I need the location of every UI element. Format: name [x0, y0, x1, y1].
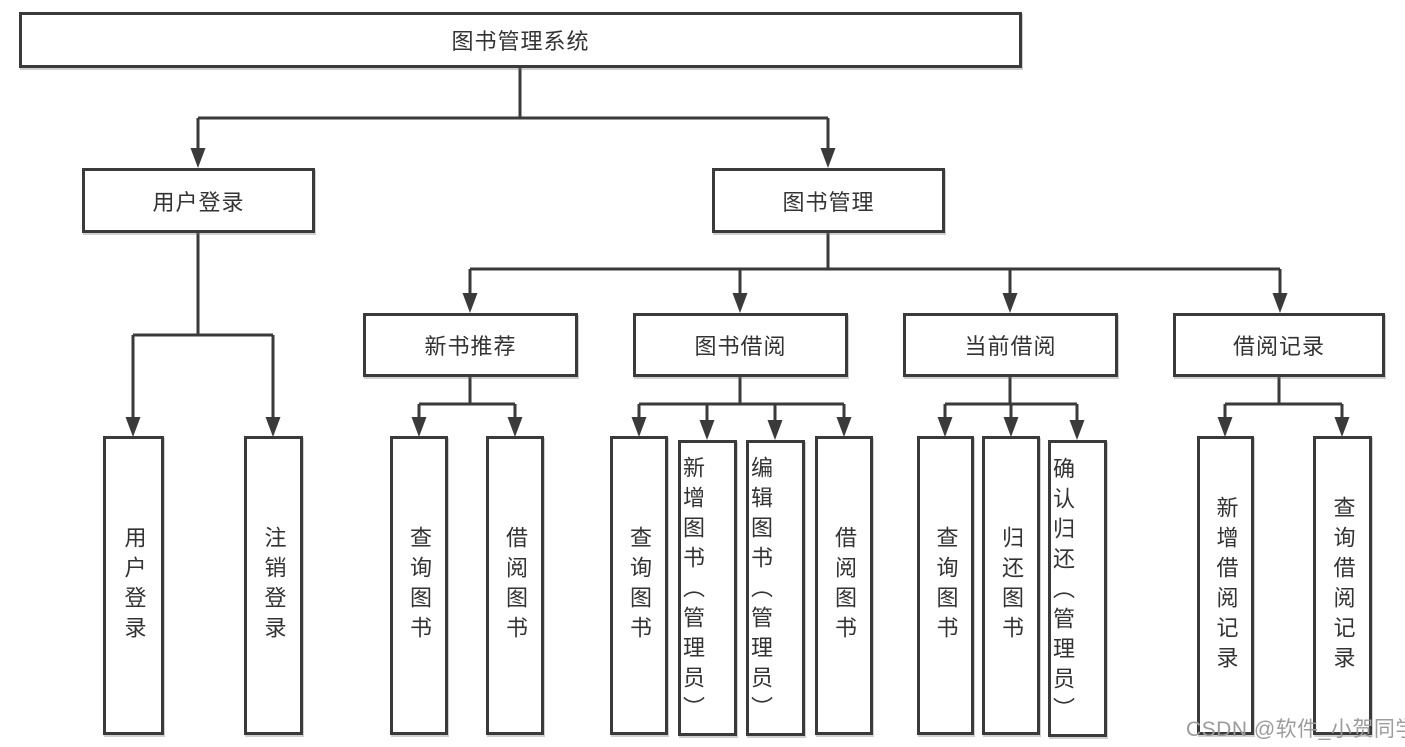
arrow-down-icon: [265, 417, 281, 437]
leaf-bb-add-book: 新增图书（管理员）: [678, 440, 737, 736]
leaf-nbr-borrow-book: 借阅图书: [486, 436, 544, 735]
arrow-down-icon: [767, 420, 783, 440]
leaf-br-query-record: 查询借阅记录: [1313, 436, 1372, 735]
arrow-down-icon: [1003, 417, 1019, 437]
node-new-book-recommend: 新书推荐: [363, 313, 578, 377]
leaf-br-add-record-label: 新增借阅记录: [1213, 495, 1239, 676]
leaf-nbr-borrow-book-label: 借阅图书: [503, 525, 528, 646]
arrow-down-icon: [836, 417, 852, 437]
node-root: 图书管理系统: [19, 12, 1022, 68]
leaf-bb-edit-book: 编辑图书（管理员）: [746, 440, 805, 736]
leaf-br-query-record-label: 查询借阅记录: [1330, 495, 1356, 676]
node-root-label: 图书管理系统: [451, 29, 590, 54]
node-book-borrowing-label: 图书借阅: [694, 334, 787, 359]
node-user-login: 用户登录: [82, 168, 315, 233]
leaf-nbr-query-book-label: 查询图书: [407, 525, 432, 646]
node-book-management-label: 图书管理: [782, 189, 875, 215]
arrow-down-icon: [190, 148, 206, 168]
leaf-logout: 注销登录: [244, 436, 303, 735]
leaf-bb-borrow-book: 借阅图书: [815, 436, 873, 735]
arrow-down-icon: [507, 417, 523, 437]
leaf-user-login: 用户登录: [103, 436, 164, 735]
arrow-down-icon: [1217, 417, 1233, 437]
arrow-down-icon: [732, 293, 748, 313]
leaf-cb-return-book-label: 归还图书: [999, 525, 1024, 646]
leaf-cb-confirm-return-label: 确认归还（管理员）: [1050, 456, 1075, 727]
leaf-bb-add-book-label: 新增图书（管理员）: [680, 456, 705, 726]
leaf-nbr-query-book: 查询图书: [390, 436, 448, 735]
leaf-bb-query-book: 查询图书: [610, 436, 668, 735]
leaf-bb-borrow-book-label: 借阅图书: [832, 525, 857, 646]
arrow-down-icon: [631, 417, 647, 437]
node-current-borrowing: 当前借阅: [903, 313, 1118, 377]
node-borrow-records-label: 借阅记录: [1232, 334, 1325, 359]
node-current-borrowing-label: 当前借阅: [964, 334, 1057, 359]
node-borrow-records: 借阅记录: [1173, 313, 1385, 377]
node-new-book-recommend-label: 新书推荐: [424, 334, 517, 359]
arrow-down-icon: [1069, 420, 1085, 440]
leaf-bb-edit-book-label: 编辑图书（管理员）: [748, 456, 773, 726]
node-book-management: 图书管理: [712, 168, 945, 233]
node-user-login-label: 用户登录: [152, 189, 245, 215]
leaf-logout-label: 注销登录: [261, 525, 287, 646]
arrow-down-icon: [1002, 293, 1018, 313]
arrow-down-icon: [411, 417, 427, 437]
arrow-down-icon: [820, 148, 836, 168]
leaf-user-login-label: 用户登录: [121, 525, 147, 646]
node-book-borrowing: 图书借阅: [633, 313, 848, 377]
watermark: CSDN @软件_小贺同学: [1186, 718, 1405, 741]
leaf-cb-return-book: 归还图书: [982, 436, 1040, 735]
leaf-cb-query-book-label: 查询图书: [933, 525, 959, 646]
arrow-down-icon: [125, 417, 141, 437]
arrow-down-icon: [462, 293, 478, 313]
arrow-down-icon: [1272, 293, 1288, 313]
leaf-bb-query-book-label: 查询图书: [627, 525, 652, 646]
arrow-down-icon: [937, 417, 953, 437]
arrow-down-icon: [1334, 417, 1350, 437]
leaf-cb-query-book: 查询图书: [917, 436, 974, 735]
leaf-cb-confirm-return: 确认归还（管理员）: [1048, 440, 1107, 737]
leaf-br-add-record: 新增借阅记录: [1197, 436, 1254, 735]
arrow-down-icon: [699, 420, 715, 440]
